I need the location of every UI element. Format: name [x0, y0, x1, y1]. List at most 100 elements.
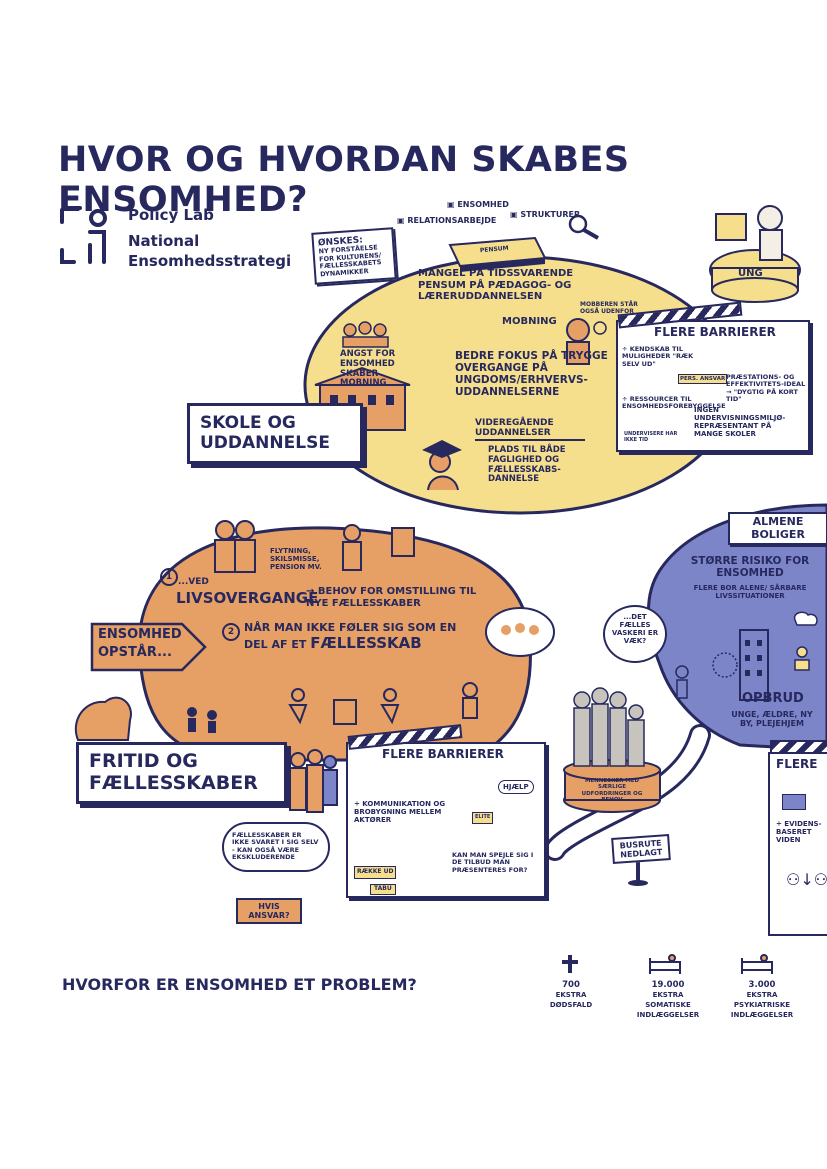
- ingen-text: INGEN UNDERVISNINGSMILJØ-REPRÆSENTANT PÅ…: [694, 406, 786, 439]
- mobning-figure: [566, 318, 607, 365]
- ensomhed-opstar-tag: ENSOMHED OPSTÅR...: [90, 622, 208, 672]
- barriers-school-box: FLERE BARRIERER ÷ KENDSKAB TIL MULIGHEDE…: [616, 301, 810, 452]
- number-1: 1: [160, 568, 178, 586]
- stack-icon: [782, 794, 806, 810]
- hjaelp-bubble: HJÆLP: [498, 780, 534, 795]
- apartment-building: [675, 611, 818, 701]
- kendskab-text: ÷ KENDSKAB TIL MULIGHEDER "RÆK SELV UD": [622, 345, 694, 368]
- barriers-fritid-box: FLERE BARRIERER ÷ KOMMUNIKATION OG BROBY…: [346, 724, 546, 898]
- ung-label: UNG: [738, 268, 763, 279]
- ung-figure: [709, 205, 801, 303]
- stat-dodsfald-line2: DØDSFALD: [549, 1001, 593, 1009]
- stat-dodsfald: 700 EKSTRA DØDSFALD: [540, 980, 602, 1010]
- people-icon: ⚇↓⚇: [786, 870, 827, 889]
- stat-psykiatriske-num: 3.000: [748, 980, 776, 990]
- flytning-text: FLYTNING, SKILSMISSE, PENSION MV.: [270, 547, 322, 572]
- policy-lab-logo-icon: [60, 206, 107, 264]
- stat-dodsfald-line1: EKSTRA: [555, 991, 587, 999]
- legend-strukturer: ▣ STRUKTURER: [510, 210, 581, 219]
- magnifier-icon: [568, 214, 599, 240]
- fritid-label-line-2: FÆLLESSKABER: [89, 771, 258, 794]
- arrow-tag-shape: [90, 622, 207, 672]
- videre-title: VIDEREGÅENDE UDDANNELSER: [475, 418, 585, 441]
- faellesskab-text: FÆLLESSKAB: [310, 633, 422, 652]
- nar-text: NÅR MAN IKKE FØLER SIG SOM EN DEL AF ET …: [244, 621, 469, 652]
- logo-line-2: National: [128, 232, 200, 250]
- barriers-right-title: FLERE: [776, 757, 818, 771]
- stat-somatiske-line2: SOMATISKE INDLÆGGELSER: [636, 1001, 700, 1019]
- graduate-figure: [422, 440, 462, 491]
- stat-psykiatriske-line1: EKSTRA: [746, 991, 778, 999]
- legend-relationsarbejde: ▣ RELATIONSARBEJDE: [397, 216, 497, 225]
- pers-ansvar-tag: PERS. ANSVAR: [678, 374, 728, 385]
- stat-psykiatriske: 3.000 EKSTRA PSYKIATRISKE INDLÆGGELSER: [718, 980, 806, 1020]
- school-label-line-2: UDDANNELSE: [200, 432, 330, 453]
- praestation-text: PRÆSTATIONS- OG EFFEKTIVITETS-IDEAL → "D…: [726, 373, 806, 404]
- angst-text: ANGST FOR ENSOMHED SKABER MOBNING: [340, 349, 396, 389]
- logo-text: Policy Lab National Ensomhedsstrategi: [128, 205, 291, 271]
- angst-figures: [342, 321, 389, 348]
- opbrud-text: OPBRUD: [742, 691, 804, 706]
- kommunikation-text: ÷ KOMMUNIKATION OG BROBYGNING MELLEM AKT…: [354, 800, 446, 825]
- bus-sign-post: [636, 860, 640, 882]
- almene-label: ALMENE BOLIGER: [728, 512, 827, 546]
- elite-sign: ELITE: [472, 812, 494, 824]
- opbrud-sub-text: UNGE, ÆLDRE, NY BY, PLEJEHJEM: [731, 710, 813, 729]
- legend-ensomhed: ▣ ENSOMHED: [447, 200, 509, 209]
- ressourcer-text: ÷ RESSOURCER TIL ENSOMHEDSFOREBYGGELSE: [622, 395, 726, 411]
- cross-icon: [562, 955, 578, 973]
- hospital-bed-icon: [649, 954, 681, 974]
- livsovergange-text: LIVSOVERGANGE: [176, 589, 319, 607]
- mobberen-text: MOBBEREN STÅR OGSÅ UDENFOR: [580, 301, 638, 315]
- fritid-label-line-1: FRITID OG: [89, 750, 198, 772]
- statue-label: MENNESKER MED SÆRLIGE UDFORDRINGER OG BE…: [581, 778, 643, 803]
- hvis-ansvar-tag: HVIS ANSVAR?: [236, 898, 302, 925]
- clapper-stripe-3: [770, 740, 827, 754]
- stat-dodsfald-num: 700: [562, 980, 580, 990]
- psych-bed-icon: [741, 954, 773, 974]
- stat-somatiske-num: 19.000: [651, 980, 685, 990]
- vaskeri-bubble: ...DET FÆLLES VASKERI ER VÆK?: [603, 605, 667, 663]
- opstar-line-2: OPSTÅR...: [98, 645, 172, 660]
- outside-figures: [74, 696, 217, 741]
- nar-text-main: NÅR MAN IKKE FØLER SIG SOM EN DEL AF ET: [244, 621, 457, 651]
- school-label: SKOLE OG UDDANNELSE: [187, 403, 363, 465]
- livsovergange-people: [214, 520, 415, 573]
- stat-somatiske: 19.000 EKSTRA SOMATISKE INDLÆGGELSER: [628, 980, 708, 1020]
- barriers-right-box: FLERE ÷ EVIDENS-BASERET VIDEN ⚇↓⚇: [768, 740, 827, 936]
- school-label-line-1: SKOLE OG: [200, 413, 296, 433]
- number-2: 2: [222, 623, 240, 641]
- onskes-text: NY FORSTÅELSE FOR KULTURENS/ FÆLLESSKABE…: [318, 243, 382, 279]
- almene-line-1: ALMENE: [752, 515, 804, 528]
- sports-figures: [288, 682, 478, 725]
- almene-line-2: BOLIGER: [751, 527, 805, 541]
- group-thought-bubble: [485, 607, 555, 657]
- logo-line-1: Policy Lab: [128, 206, 214, 224]
- logo-line-3: Ensomhedsstrategi: [128, 252, 292, 270]
- risk-text: STØRRE RISIKO FOR ENSOMHED: [690, 555, 810, 580]
- stat-somatiske-line1: EKSTRA: [652, 991, 684, 999]
- risk-sub-text: FLERE BOR ALENE/ SÅRBARE LIVSSITUATIONER: [693, 584, 807, 601]
- behov-text: → BEHOV FOR OMSTILLING TIL NYE FÆLLESSKA…: [306, 586, 477, 609]
- undervisere-text: UNDERVISERE HAR IKKE TID: [624, 431, 678, 443]
- videre-text: PLADS TIL BÅDE FAGLIGHED OG FÆLLESSKABS-…: [488, 445, 566, 485]
- page-title: HVOR OG HVORDAN SKABES ENSOMHED?: [58, 140, 630, 221]
- barriers-fritid-title: FLERE BARRIERER: [382, 747, 504, 761]
- opstar-line-1: ENSOMHED: [98, 627, 182, 642]
- ved-text: ...VED: [178, 577, 209, 587]
- crowd-figures: [289, 749, 338, 813]
- statue-people: [563, 687, 661, 813]
- barriers-school-title: FLERE BARRIERER: [654, 325, 776, 339]
- onskes-box: ØNSKES: NY FORSTÅELSE FOR KULTURENS/ FÆL…: [311, 227, 397, 286]
- mangel-text: MANGEL PÅ TIDSSVARENDE PENSUM PÅ PÆDAGOG…: [418, 268, 574, 302]
- stat-psykiatriske-line2: PSYKIATRISKE INDLÆGGELSER: [730, 1001, 794, 1019]
- evidens-text: ÷ EVIDENS-BASERET VIDEN: [776, 820, 822, 845]
- bedre-text: BEDRE FOKUS PÅ TRYGGE OVERGANGE PÅ UNGDO…: [455, 350, 608, 399]
- fritid-label: FRITID OG FÆLLESSKABER: [76, 742, 287, 804]
- pensum-book-icon: [448, 236, 547, 272]
- problem-question: HVORFOR ER ENSOMHED ET PROBLEM?: [62, 975, 417, 994]
- mobning-text: MOBNING: [502, 316, 557, 327]
- busrute-sign: BUSRUTE NEDLAGT: [611, 834, 671, 865]
- raekke-ud-tag: RÆKKE UD: [354, 866, 397, 879]
- faellesskaber-bubble: FÆLLESSKABER ER IKKE SVARET I SIG SELV -…: [222, 822, 330, 872]
